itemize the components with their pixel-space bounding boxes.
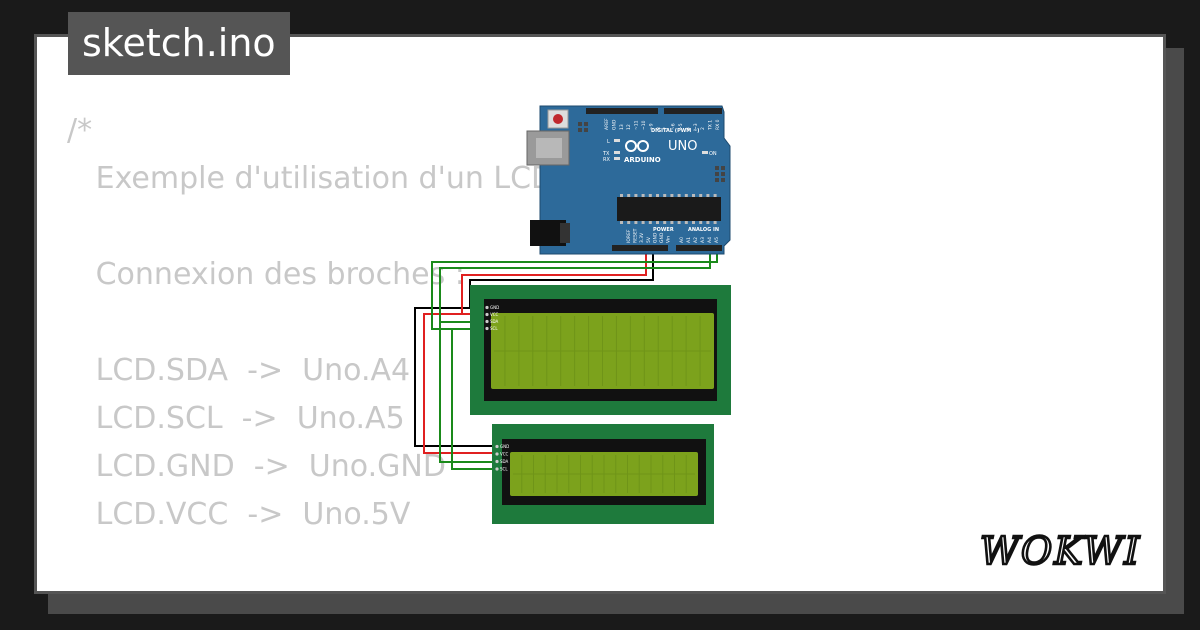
digital-pin-label: 12 [626, 124, 632, 130]
code-line: LCD.SDA -> Uno.A4 [67, 353, 411, 388]
project-title[interactable]: sketch.ino [68, 12, 290, 75]
analog-pin-label: A4 [707, 237, 713, 243]
wire-sda-lcd1[interactable] [439, 240, 711, 323]
code-line: /* [67, 113, 93, 148]
analog-header [676, 245, 722, 251]
power-pin-label: 3.3V [639, 232, 645, 243]
digital-pin-label: 2 [700, 127, 706, 130]
code-line: LCD.GND -> Uno.GND [67, 449, 446, 484]
power-pin-label: GND [659, 232, 665, 243]
analog-pin-label: A5 [714, 237, 720, 243]
lcd-display-1[interactable]: GND VCC SDA SCL [470, 285, 731, 415]
lcd-pin-label: SCL [500, 467, 508, 472]
wire-scl-lcd1[interactable] [431, 240, 718, 330]
digital-pin-label: AREF [604, 118, 610, 130]
code-line: LCD.SCL -> Uno.A5 [67, 401, 405, 436]
board-brand: ARDUINO [624, 156, 661, 164]
led-tx-label: TX [602, 151, 610, 157]
led-rx-label: RX [603, 157, 610, 163]
power-pin-label: GND [652, 232, 658, 243]
wire-gnd-lcd2[interactable] [414, 307, 496, 447]
wokwi-logo-text: WOKWI [980, 529, 1141, 573]
code-line: Connexion des broches : [67, 257, 465, 292]
digital-pin-label: ~5 [678, 123, 684, 130]
digital-pin-label: TX 1 [708, 120, 714, 131]
lcd-display-2[interactable]: GND VCC SDA SCL [492, 424, 714, 524]
code-line: LCD.VCC -> Uno.5V [67, 497, 411, 532]
analog-pin-label: A1 [686, 237, 692, 243]
lcd-pin-label: SCL [490, 326, 498, 331]
lcd-pin-label: GND [500, 444, 509, 449]
digital-pin-label: RX 0 [715, 119, 721, 130]
led-on-label: ON [709, 151, 717, 157]
analog-label: ANALOG IN [688, 227, 719, 233]
lcd-pin-label: GND [490, 305, 499, 310]
digital-pin-label: 4 [685, 127, 691, 130]
digital-label: DIGITAL (PWM ~) [651, 128, 699, 134]
digital-pin-label: ~9 [648, 123, 654, 130]
atmega-chip [617, 194, 721, 224]
board-name: UNO [668, 139, 697, 154]
wire-sda-lcd2[interactable] [439, 322, 496, 463]
code-editor[interactable]: /* Exemple d'utilisation d'un LCD Connex… [67, 107, 554, 591]
digital-pin-label: ~11 [634, 120, 640, 130]
digital-header [586, 108, 658, 114]
digital-pin-label: 7 [663, 127, 669, 130]
digital-pin-label: 8 [656, 127, 662, 130]
lcd-pin-label: VCC [490, 312, 499, 317]
wire-vcc-lcd2[interactable] [423, 313, 496, 454]
power-pin-label: 5V [646, 236, 652, 243]
wokwi-logo: WOKWI [979, 528, 1141, 575]
analog-pin-label: A3 [700, 237, 706, 243]
arduino-logo-icon [625, 140, 649, 152]
digital-pin-label: ~6 [671, 123, 677, 130]
wire-scl-lcd2[interactable] [451, 329, 496, 470]
power-pin-label: RESET [633, 228, 639, 243]
analog-pin-label: A2 [693, 237, 699, 243]
analog-pin-label: A0 [679, 237, 685, 243]
digital-pin-label: ~3 [693, 123, 699, 130]
lcd-pin-label: SDA [500, 459, 509, 464]
power-label: POWER [653, 227, 674, 233]
power-header [612, 245, 668, 251]
lcd-pin-label: VCC [500, 452, 509, 457]
digital-pin-label: GND [611, 119, 617, 130]
power-pin-label: IOREF [626, 229, 632, 243]
lcd-pin-label: SDA [490, 319, 499, 324]
digital-pin-label: 13 [619, 124, 625, 130]
digital-pin-label: ~10 [641, 120, 647, 130]
led-l-label: L [607, 139, 610, 145]
power-pin-label: Vin [666, 236, 672, 243]
